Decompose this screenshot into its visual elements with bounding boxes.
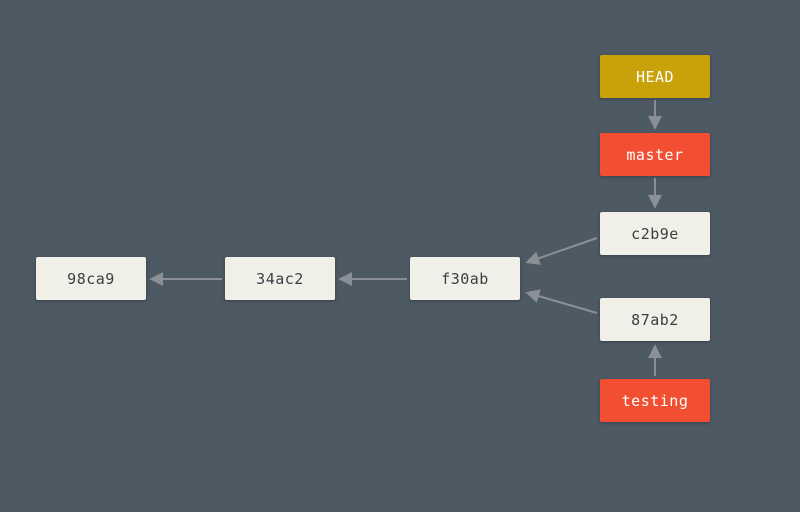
head-pointer: HEAD <box>600 55 710 98</box>
branch-testing-label: testing <box>621 391 689 410</box>
branch-master: master <box>600 133 710 176</box>
commit-f30ab: f30ab <box>410 257 520 300</box>
commit-87ab2: 87ab2 <box>600 298 710 341</box>
branch-master-label: master <box>626 145 684 164</box>
commit-34ac2-label: 34ac2 <box>256 269 304 288</box>
commit-34ac2: 34ac2 <box>225 257 335 300</box>
commit-f30ab-label: f30ab <box>441 269 489 288</box>
commit-87ab2-label: 87ab2 <box>631 310 679 329</box>
commit-c2b9e: c2b9e <box>600 212 710 255</box>
head-label: HEAD <box>635 67 675 86</box>
edge-87ab2-to-f30ab <box>525 289 598 314</box>
commit-98ca9: 98ca9 <box>36 257 146 300</box>
commit-c2b9e-label: c2b9e <box>631 224 679 243</box>
edge-c2b9e-to-f30ab <box>525 237 598 265</box>
commit-98ca9-label: 98ca9 <box>67 269 115 288</box>
branch-testing: testing <box>600 379 710 422</box>
